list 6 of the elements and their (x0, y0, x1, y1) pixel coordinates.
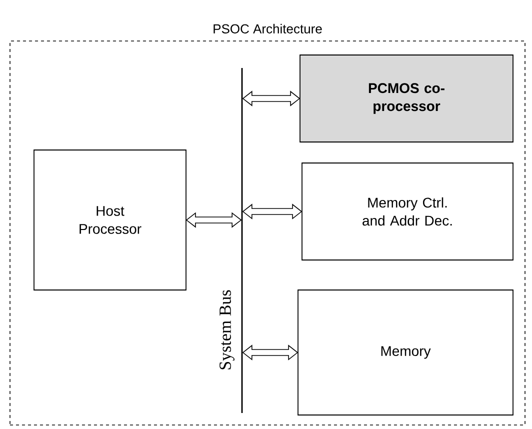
heading: PSOC Architecture (214, 24, 322, 34)
process-box: Memory (298, 290, 514, 416)
process-box: Host Processor (34, 150, 186, 290)
process-box: Memory Ctrl. and Addr Dec. (302, 162, 514, 260)
shaded-box: PCMOS co-processor (300, 54, 514, 142)
bus-label: System Bus (220, 290, 234, 370)
